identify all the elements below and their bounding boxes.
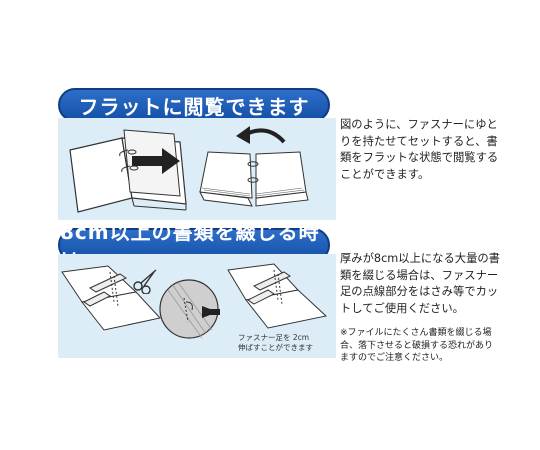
warning-note: ※ファイルにたくさん書類を綴じる場合、落下させると破損する恐れがありますのでご注… [340, 328, 494, 363]
curved-arrow-icon [236, 126, 286, 144]
binder-extended-illustration [227, 263, 328, 329]
scissors-icon [133, 269, 157, 294]
binder-cut-illustration [61, 265, 161, 331]
section1-description: 図のように、ファスナーにゆとりを持たせてセットすると、書類をフラットな状態で閲覧… [340, 118, 499, 181]
binder-open-illustration [199, 151, 309, 207]
zoom-detail-circle [159, 279, 220, 339]
section1-banner: フラットに閲覧できます [58, 88, 330, 122]
section2-description: 厚みが8cm以上になる大量の書類を綴じる場合は、ファスナー足の点線部分をはさみ等… [340, 252, 500, 315]
arrow-right-icon [132, 148, 180, 174]
fastener-caption: ファスナー足を 2cm 伸ばすことができます [238, 333, 313, 352]
